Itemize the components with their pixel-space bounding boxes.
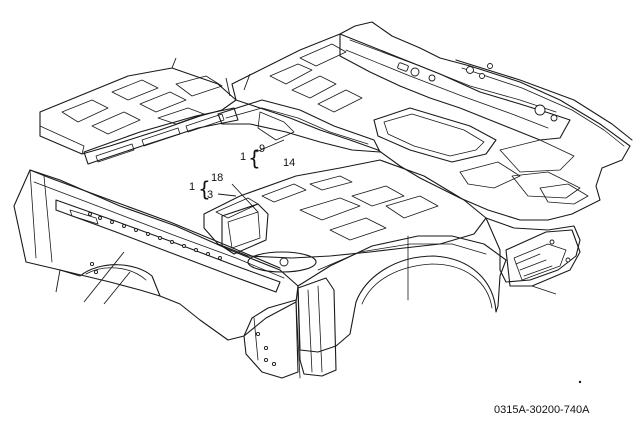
rear-floor-upper-panel <box>39 57 251 165</box>
callout-1-lower: 1 <box>189 181 195 193</box>
callout-group-1-upper: 1 { 9 14 <box>240 143 295 170</box>
rear-floor-center <box>203 159 487 273</box>
rail-hole-pattern <box>88 212 222 260</box>
stray-dot <box>578 380 582 384</box>
left-rear-side-panel <box>13 169 301 379</box>
callout-9: 9 <box>259 143 265 155</box>
callout-18: 18 <box>211 172 223 184</box>
callout-1-upper: 1 <box>240 151 246 163</box>
brace-upper: { <box>248 146 261 170</box>
brace-lower: { <box>198 177 211 201</box>
right-side-bracket <box>505 229 581 295</box>
callout-group-1-lower: 1 { 18 3 <box>189 172 223 201</box>
callout-14: 14 <box>283 157 295 169</box>
reference-code: 0315A-30200-740A <box>494 404 590 416</box>
front-floor-panel <box>231 21 633 221</box>
callout-3: 3 <box>207 189 213 201</box>
right-rear-wheelhouse <box>297 217 581 377</box>
center-crossmember <box>217 99 381 153</box>
